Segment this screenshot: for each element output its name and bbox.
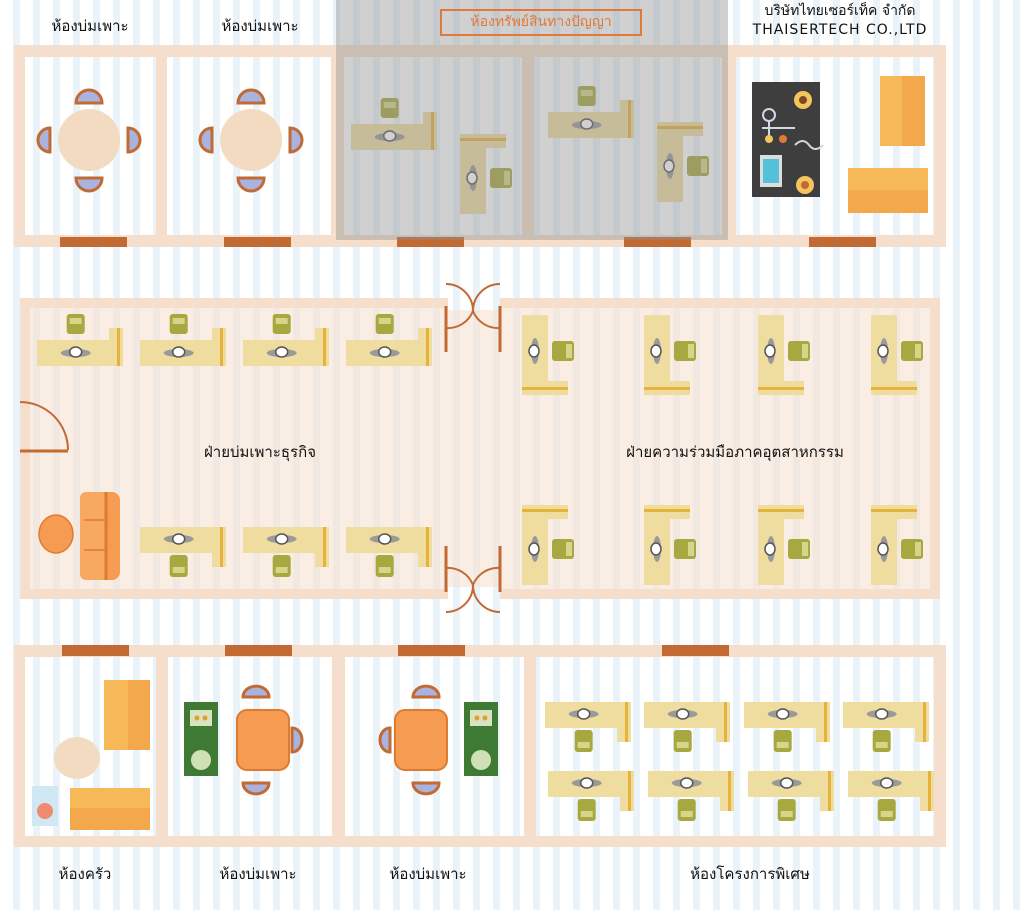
room-label-intellectual-property: ห้องทรัพย์สินทางปัญญา [440,9,642,36]
room-label-incubation-3: ห้องบ่มเพาะ [219,865,297,883]
door [60,237,127,247]
workstation [548,86,634,138]
workstation [644,505,696,585]
round-meeting-table [198,88,304,193]
workstation [140,527,226,577]
workstation [346,527,432,577]
room-label-incubation-4: ห้องบ่มเพาะ [389,865,467,883]
workstation [848,771,934,821]
special-project-desks [545,702,934,821]
workstation [37,314,123,366]
door [397,237,464,247]
room-label-kitchen: ห้องครัว [58,865,112,883]
workstation [744,702,830,752]
door [225,645,292,656]
meeting-table-square [236,684,304,796]
green-cabinet [464,702,498,776]
sink [32,786,58,826]
door [624,237,691,247]
kitchen-table [54,737,100,779]
room-label-incubation-1: ห้องบ่มเพาะ [51,17,129,35]
dept-label-business-incubation: ฝ่ายบ่มเพาะธุรกิจ [204,443,316,461]
workstation [871,505,923,585]
workstation [522,315,574,395]
control-panel [752,82,824,197]
company-name-thai: บริษัทไทยเซอร์เท็ค จำกัด [764,3,916,19]
door [809,237,876,247]
sofa [880,76,925,146]
workstation [758,505,810,585]
kitchen-cabinet [104,680,150,750]
round-meeting-table [36,88,142,193]
workstation [758,315,810,395]
workstation [843,702,929,752]
door [224,237,291,247]
dept-label-industry-cooperation: ฝ่ายความร่วมมือภาคอุตสาหกรรม [626,443,844,461]
room-label-incubation-2: ห้องบ่มเพาะ [221,17,299,35]
special-projects-room [536,657,934,836]
workstation [644,315,696,395]
door [62,645,129,656]
workstation [644,702,730,752]
workstation [243,314,329,366]
workstation [140,314,226,366]
workstation [243,527,329,577]
kitchen-counter [70,788,150,830]
workstation [346,314,432,366]
workstation [548,771,634,821]
workstation [748,771,834,821]
meeting-table-square [378,684,448,796]
hall-desks [37,314,923,585]
workstation [657,122,709,202]
door [662,645,729,656]
workstation [545,702,631,752]
ip-room-highlight [336,0,728,240]
lounge-sofa [80,492,120,580]
cabinet [848,168,928,213]
room-label-special-projects: ห้องโครงการพิเศษ [690,865,810,883]
green-cabinet [184,702,218,776]
workstation [460,134,512,214]
workstation [351,98,437,150]
workstation [871,315,923,395]
workstation [522,505,574,585]
door [398,645,465,656]
workstation [648,771,734,821]
ip-room-right [534,57,722,235]
ip-room-desks [351,86,709,214]
ottoman [38,514,74,554]
company-name-english: THAISERTECH CO.,LTD [752,22,928,38]
